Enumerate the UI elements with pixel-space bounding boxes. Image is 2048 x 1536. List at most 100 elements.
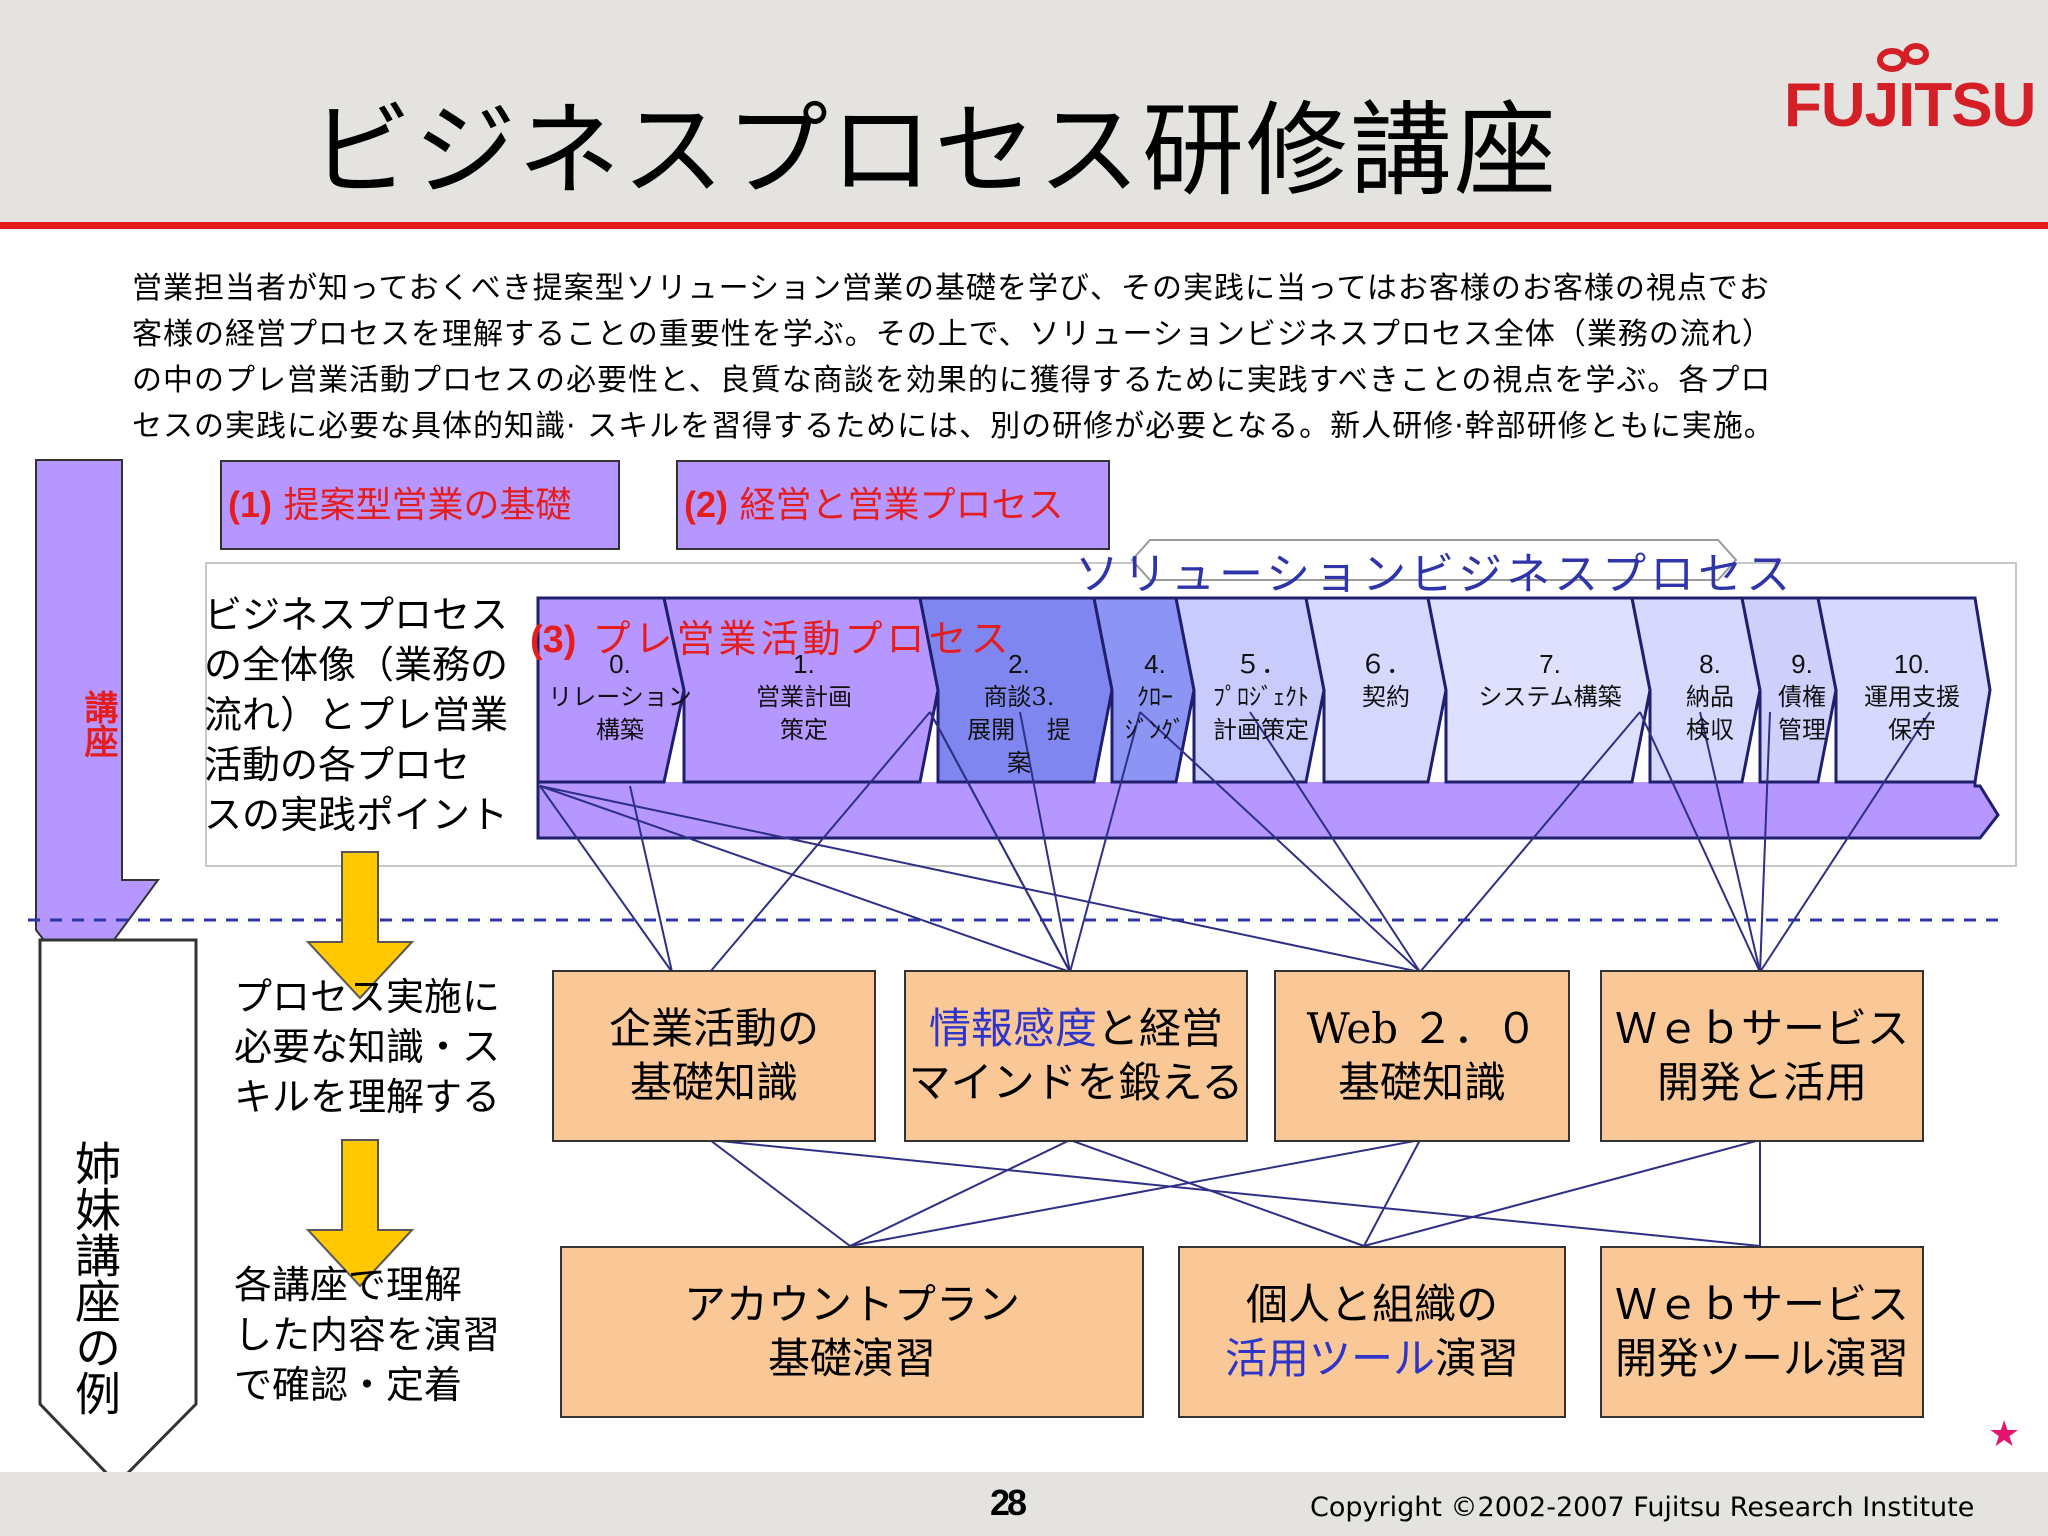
box-line: Ｗｅｂサービス [1614, 1004, 1909, 1053]
course-arrow-label: 講座 [78, 690, 118, 758]
box-line: 基礎知識 [1337, 1058, 1506, 1107]
box-text: と経営 [1097, 1004, 1224, 1053]
copyright: Copyright ©2002-2007 Fujitsu Research In… [1310, 1492, 1975, 1523]
header-band [0, 0, 2048, 222]
page-number: 28 [990, 1482, 1027, 1523]
overview-line: の全体像（業務の [204, 643, 509, 687]
understand-note: プロセス実施に 必要な知識・ス キルを理解する [234, 972, 500, 1122]
header-rule [0, 222, 2048, 229]
course-label: 提案型営業の基礎 [283, 485, 572, 526]
note-line: で確認・定着 [234, 1363, 463, 1407]
process-step: ５． ﾌﾟﾛｼﾞｪｸﾄ 計画策定 [1196, 648, 1326, 747]
exercise-course-box: 個人と組織の 活用ツール演習 [1178, 1246, 1566, 1418]
step-label: ｸﾛｰ [1137, 683, 1173, 711]
step-label: リレーション [548, 683, 692, 711]
step-number: 4. [1144, 649, 1166, 679]
course-arrow [35, 459, 160, 988]
step-label: システム構築 [1478, 683, 1622, 711]
intro-paragraph: 営業担当者が知っておくべき提案型ソリューション営業の基礎を学び、その実践に当って… [132, 266, 1952, 450]
box-line: 開発と活用 [1656, 1058, 1867, 1107]
knowledge-course-box: 情報感度と経営 マインドを鍛える [904, 970, 1248, 1142]
step-number: 10. [1893, 649, 1931, 679]
note-line: キルを理解する [234, 1075, 501, 1119]
box-line: 基礎演習 [767, 1334, 936, 1383]
intro-line: の中のプレ営業活動プロセスの必要性と、良質な商談を効果的に獲得するために実践すべ… [132, 363, 1772, 398]
box-line: 企業活動の [608, 1004, 819, 1053]
down-arrow-icon [305, 851, 415, 1000]
box-line: アカウントプラン [683, 1280, 1020, 1329]
process-step: ６． 契約 [1326, 648, 1446, 714]
note-line: 必要な知識・ス [234, 1025, 501, 1069]
box-line: 開発ツール演習 [1614, 1334, 1909, 1383]
step-label: 商談3. [983, 683, 1055, 711]
down-arrow-icon [305, 1139, 415, 1288]
course-number: (1) [228, 484, 272, 525]
process-title-banner [1130, 539, 1738, 581]
step-label: ﾌﾟﾛｼﾞｪｸﾄ [1213, 683, 1309, 711]
step-number: 1. [793, 649, 815, 679]
fujitsu-logo: FUJITSU [1784, 71, 2036, 140]
step-label: ｼﾞﾝｸﾞ [1125, 716, 1185, 744]
note-line: した内容を演習 [234, 1313, 501, 1357]
exercise-course-box: Ｗｅｂサービス 開発ツール演習 [1600, 1246, 1924, 1418]
practice-note: 各講座で理解 した内容を演習 で確認・定着 [234, 1260, 500, 1410]
sister-course-label: 姉妹講座の例 [68, 1140, 122, 1416]
process-step: 1. 営業計画 策定 [714, 648, 894, 747]
overview-note: ビジネスプロセス の全体像（業務の 流れ）とプレ営業 活動の各プロセ スの実践ポ… [204, 590, 508, 840]
step-label: 営業計画 [756, 683, 852, 711]
footer-band [0, 1472, 2048, 1536]
box-line: 個人と組織の [1245, 1280, 1498, 1329]
process-title: ソリューションビジネスプロセス [1075, 549, 1795, 600]
overview-line: 流れ）とプレ営業 [204, 693, 509, 737]
step-number: ６． [1359, 649, 1412, 679]
step-label: 展開 提 [967, 716, 1071, 744]
step-label: 運用支援 [1864, 683, 1960, 711]
step-label: 検収 [1686, 716, 1734, 744]
box-text: 演習 [1435, 1334, 1520, 1383]
step-label: 債権 [1778, 683, 1826, 711]
intro-line: 客様の経営プロセスを理解することの重要性を学ぶ。その上で、ソリューションビジネス… [132, 317, 1773, 352]
box-line: 活用ツール演習 [1225, 1332, 1519, 1386]
box-line: 情報感度と経営 [929, 1002, 1223, 1056]
overview-line: 活動の各プロセ [204, 743, 471, 787]
connector-lines [539, 711, 1931, 1247]
step-number: 2. [1008, 649, 1030, 679]
box-line: マインドを鍛える [908, 1058, 1244, 1107]
process-step: 4. ｸﾛｰ ｼﾞﾝｸﾞ [1114, 648, 1196, 747]
step-label: 管理 [1778, 716, 1826, 744]
step-label: 構築 [596, 716, 644, 744]
fujitsu-infinity-icon [1877, 43, 1929, 72]
sister-course-arrow-outline [38, 938, 198, 1487]
step-number: ５． [1234, 649, 1287, 679]
course-box-2: (2) 経営と営業プロセス [676, 460, 1110, 550]
course-box-1: (1) 提案型営業の基礎 [220, 460, 620, 550]
step-label: 策定 [780, 716, 828, 744]
step-chevron [1816, 596, 1992, 784]
intro-line: 営業担当者が知っておくべき提案型ソリューション営業の基礎を学び、その実践に当って… [132, 271, 1770, 306]
note-line: プロセス実施に [234, 975, 501, 1019]
course-number: (2) [684, 484, 728, 525]
course-label: 経営と営業プロセス [739, 485, 1064, 526]
knowledge-course-box: 企業活動の 基礎知識 [552, 970, 876, 1142]
step-number: 0. [609, 649, 631, 679]
step-label: 案 [1007, 749, 1031, 777]
step-number: 7. [1539, 649, 1561, 679]
box-line: Ｗｅｂサービス [1614, 1280, 1909, 1329]
process-step: 10. 運用支援 保守 [1848, 648, 1976, 747]
step-chevron [536, 596, 686, 784]
exercise-course-box: アカウントプラン 基礎演習 [560, 1246, 1144, 1418]
course-box-3-label: (3) プレ営業活動プロセス [530, 608, 1013, 663]
step-label: 契約 [1362, 683, 1410, 711]
intro-line: セスの実践に必要な具体的知識· スキルを習得するためには、別の研修が必要となる。… [132, 409, 1775, 444]
page-title: ビジネスプロセス研修講座 [310, 92, 1558, 211]
step-number: 8. [1699, 649, 1721, 679]
knowledge-course-box: Ｗｅｂサービス 開発と活用 [1600, 970, 1924, 1142]
step-label: 納品 [1686, 683, 1734, 711]
process-step: 0. リレーション 構築 [540, 648, 700, 747]
highlight-text: 活用ツール [1224, 1334, 1435, 1383]
process-step: 2. 商談3. 展開 提 案 [944, 648, 1094, 780]
overview-line: ビジネスプロセス [204, 593, 509, 637]
course-label: プレ営業活動プロセス [592, 617, 1013, 661]
note-line: 各講座で理解 [234, 1263, 463, 1307]
